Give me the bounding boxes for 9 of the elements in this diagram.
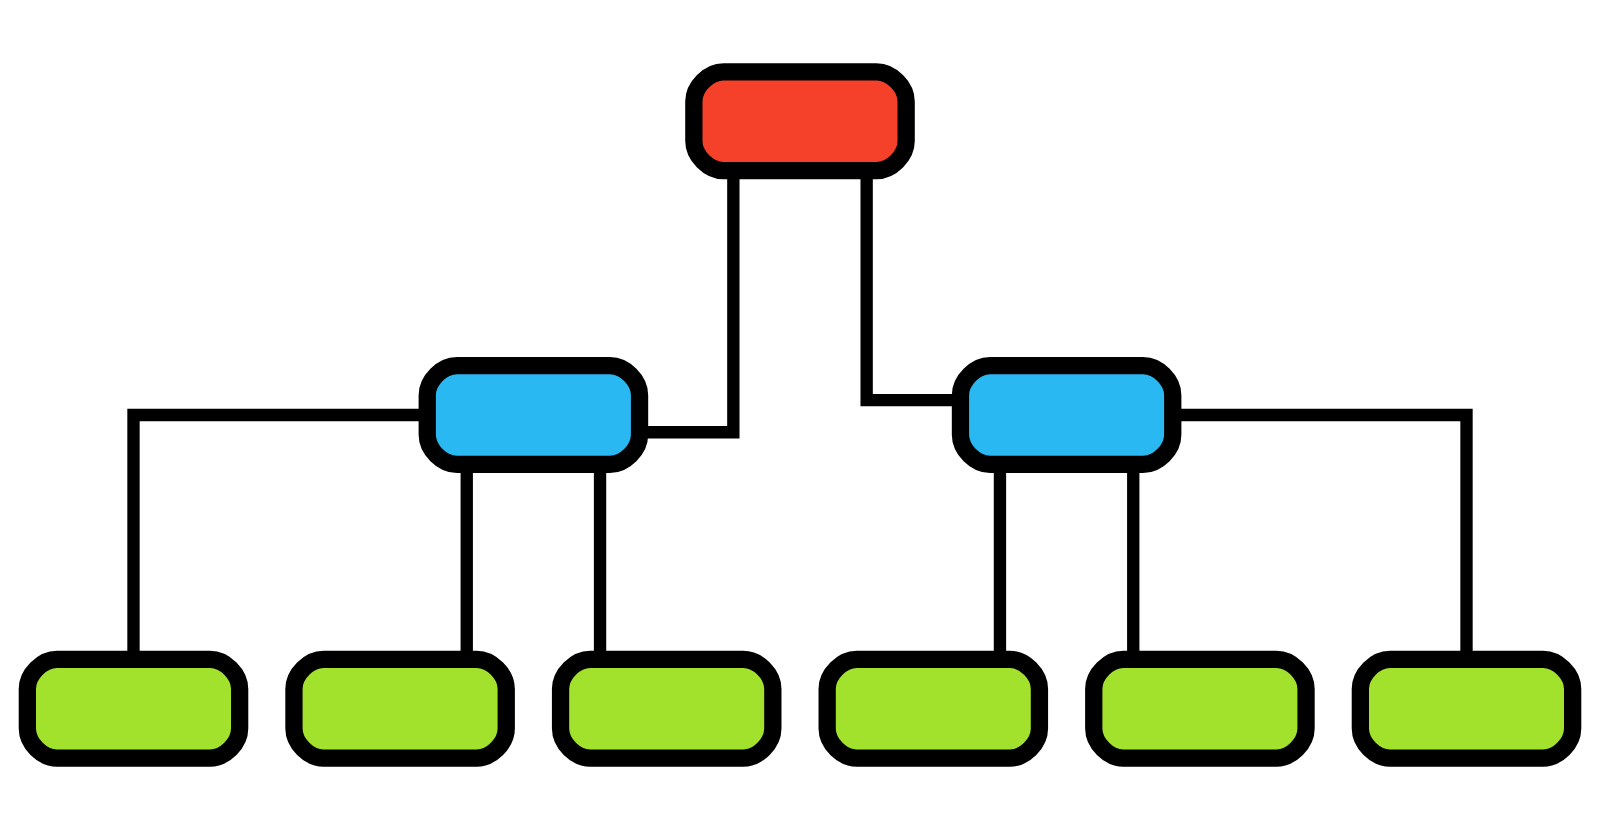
- node-box: [818, 649, 1049, 766]
- node-box: [1351, 649, 1582, 766]
- node-box: [285, 649, 515, 766]
- node-box: [551, 649, 782, 766]
- node-box: [685, 62, 915, 179]
- node-box: [951, 356, 1182, 472]
- node-box: [418, 356, 649, 472]
- node-box: [18, 649, 249, 766]
- node-box: [1085, 649, 1315, 766]
